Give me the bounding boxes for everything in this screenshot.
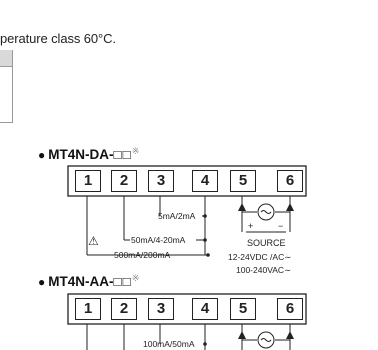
range-label-5mA: 5mA/2mA: [158, 211, 196, 221]
terminal-2: 2: [111, 170, 137, 192]
terminal-5: 5: [230, 170, 256, 192]
range-label-100mA: 100mA/50mA: [143, 339, 195, 349]
bullet-icon: ●: [38, 275, 46, 289]
terminal-strip-frame-2: [67, 293, 307, 325]
junction-dot: [206, 253, 210, 257]
terminal-1: 1: [75, 298, 101, 320]
junction-dot: [203, 342, 207, 346]
model-option-squares: □□: [113, 274, 132, 289]
model-label-aa: ●MT4N-AA-□□※: [38, 273, 139, 289]
wiring-lines-2: [86, 324, 294, 350]
range-label-50mA: 50mA/4-20mA: [131, 235, 186, 245]
model-note-mark: ※: [131, 273, 140, 283]
terminal-5: 5: [230, 298, 256, 320]
terminal-1: 1: [75, 170, 101, 192]
terminal-6: 6: [277, 298, 303, 320]
terminal-6: 6: [277, 170, 303, 192]
model-name: MT4N-AA-: [48, 274, 114, 289]
terminal-2: 2: [111, 298, 137, 320]
source-ac-rating: 100-240VAC∼: [236, 265, 292, 275]
plus-sign: +: [248, 221, 254, 231]
model-label-da: ●MT4N-DA-□□※: [38, 146, 139, 162]
wiring-lines-1: [86, 196, 294, 256]
warning-icon: ⚠: [88, 234, 99, 248]
minus-sign: −: [278, 221, 284, 231]
terminal-strip-frame-1: [67, 165, 307, 197]
model-option-squares: □□: [113, 147, 132, 162]
range-label-500mA: 500mA/200mA: [114, 250, 171, 260]
table-fragment-header: [0, 50, 13, 67]
bullet-icon: ●: [38, 148, 46, 162]
source-title: SOURCE: [247, 238, 286, 248]
table-fragment: [0, 50, 13, 123]
terminal-4: 4: [192, 170, 218, 192]
terminal-3: 3: [148, 170, 174, 192]
model-note-mark: ※: [131, 146, 140, 156]
terminal-4: 4: [192, 298, 218, 320]
junction-dot: [203, 238, 207, 242]
model-name: MT4N-DA-: [48, 147, 114, 162]
junction-dot: [203, 214, 207, 218]
terminal-3: 3: [148, 298, 174, 320]
spec-text-fragment: perature class 60°C.: [0, 31, 116, 46]
source-dc-rating: 12-24VDC /AC∼: [228, 252, 292, 262]
